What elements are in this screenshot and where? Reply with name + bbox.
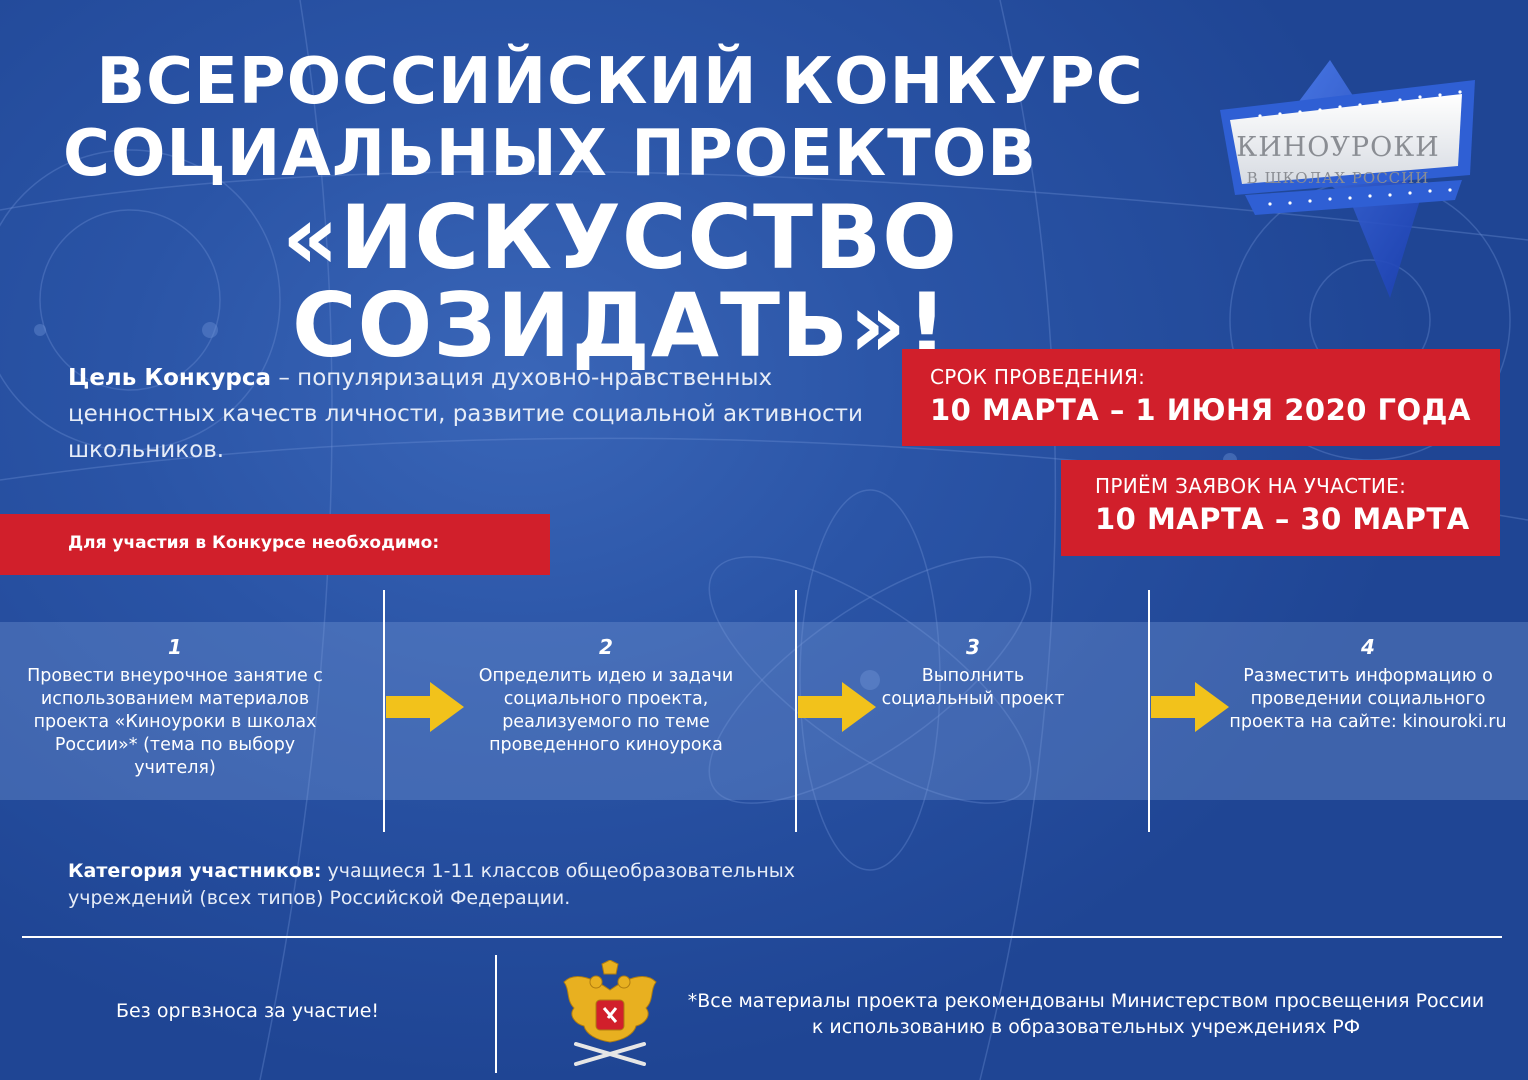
footer-divider <box>22 936 1502 938</box>
arrow-right-icon <box>798 682 876 732</box>
footer-vertical-divider <box>495 955 497 1073</box>
step-number: 4 <box>1361 635 1375 659</box>
title-line-2: СОЦИАЛЬНЫХ ПРОЕКТОВ <box>62 117 1038 191</box>
step-3: 3 Выполнить социальный проект <box>878 636 1068 711</box>
period-label: СРОК ПРОВЕДЕНИЯ: <box>930 365 1146 389</box>
step-2: 2 Определить идею и задачи социального п… <box>462 636 750 757</box>
category-label: Категория участников: <box>68 860 322 882</box>
step-text: Разместить информацию о проведении социа… <box>1229 666 1507 732</box>
step-4: 4 Разместить информацию о проведении соц… <box>1228 636 1508 734</box>
step-text: Провести внеурочное занятие с использова… <box>27 666 323 778</box>
title-line-1: ВСЕРОССИЙСКИЙ КОНКУРС <box>96 45 1144 119</box>
step-text: Определить идею и задачи социального про… <box>478 666 734 755</box>
logo-line-1: КИНОУРОКИ <box>1236 132 1440 163</box>
applications-box: ПРИЁМ ЗАЯВОК НА УЧАСТИЕ: 10 МАРТА – 30 М… <box>1061 460 1500 556</box>
step-divider <box>795 590 797 832</box>
step-number: 2 <box>599 635 613 659</box>
step-divider <box>1148 590 1150 832</box>
title-line-3: «ИСКУССТВО СОЗИДАТЬ»! <box>282 186 958 377</box>
goal-label: Цель Конкурса <box>68 365 272 391</box>
goal-text: – популяризация духовно-нравственных цен… <box>68 365 863 463</box>
step-number: 3 <box>966 635 980 659</box>
step-number: 1 <box>168 635 182 659</box>
arrow-right-icon <box>1151 682 1229 732</box>
step-1: 1 Провести внеурочное занятие с использо… <box>20 636 330 780</box>
logo-text: КИНОУРОКИ В ШКОЛАХ РОССИИ <box>1228 132 1448 187</box>
category-text: учащиеся 1-11 классов общеобразовательны… <box>68 860 795 909</box>
period-value: 10 МАРТА – 1 ИЮНЯ 2020 ГОДА <box>930 393 1471 427</box>
arrow-right-icon <box>386 682 464 732</box>
goal-paragraph: Цель Конкурса – популяризация духовно-нр… <box>68 360 868 468</box>
main-title: ВСЕРОССИЙСКИЙ КОНКУРС СОЦИАЛЬНЫХ ПРОЕКТО… <box>0 50 1240 370</box>
ministry-note: *Все материалы проекта рекомендованы Мин… <box>687 990 1485 1038</box>
participants-category: Категория участников: учащиеся 1-11 клас… <box>68 858 888 912</box>
russian-coat-of-arms-icon <box>563 960 657 1066</box>
requirements-heading: Для участия в Конкурсе необходимо: <box>0 514 550 575</box>
step-text: Выполнить социальный проект <box>881 666 1065 709</box>
period-box: СРОК ПРОВЕДЕНИЯ: 10 МАРТА – 1 ИЮНЯ 2020 … <box>902 349 1500 446</box>
applications-value: 10 МАРТА – 30 МАРТА <box>1095 502 1470 536</box>
logo-line-2: В ШКОЛАХ РОССИИ <box>1246 169 1430 187</box>
kinouroki-logo <box>1220 60 1475 298</box>
free-participation-text: Без оргвзноса за участие! <box>115 1000 380 1022</box>
applications-label: ПРИЁМ ЗАЯВОК НА УЧАСТИЕ: <box>1095 474 1407 498</box>
steps-band <box>0 622 1528 800</box>
step-divider <box>383 590 385 832</box>
